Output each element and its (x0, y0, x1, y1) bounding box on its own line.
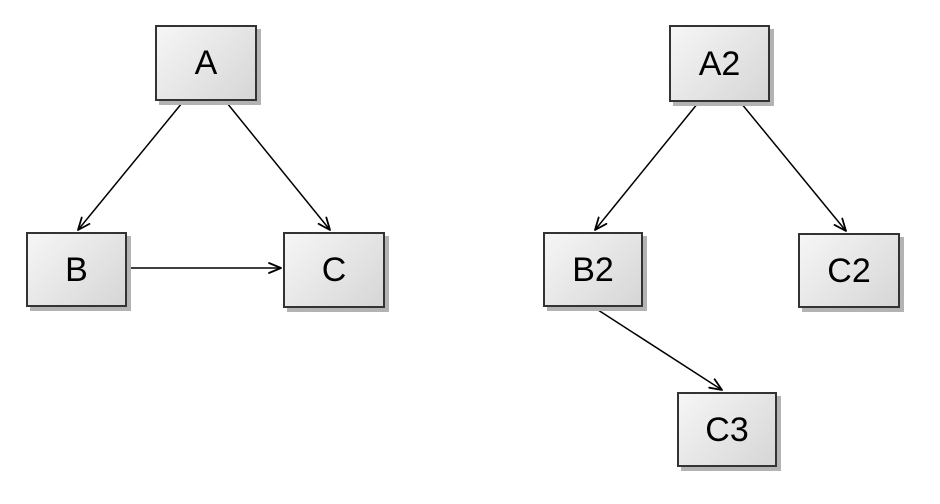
node-C3[interactable]: C3 (677, 392, 777, 467)
edge-A2-B2[interactable] (594, 102, 699, 231)
node-label-B2: B2 (572, 250, 614, 289)
node-label-A: A (194, 44, 218, 82)
node-B2[interactable]: B2 (543, 232, 643, 307)
node-A2[interactable]: A2 (669, 25, 770, 102)
node-C[interactable]: C (283, 232, 385, 308)
edge-B2-C3[interactable] (594, 307, 723, 391)
edge-A-C[interactable] (226, 102, 331, 231)
node-A[interactable]: A (155, 25, 257, 101)
node-label-C: C (321, 251, 347, 289)
node-label-A2: A2 (698, 44, 741, 83)
node-label-B: B (65, 250, 88, 289)
node-label-C3: C3 (705, 410, 749, 449)
node-B[interactable]: B (26, 232, 127, 307)
node-C2[interactable]: C2 (798, 233, 900, 308)
edge-A-B[interactable] (77, 102, 183, 231)
edge-A2-C2[interactable] (740, 102, 847, 232)
node-label-C2: C2 (827, 251, 871, 290)
